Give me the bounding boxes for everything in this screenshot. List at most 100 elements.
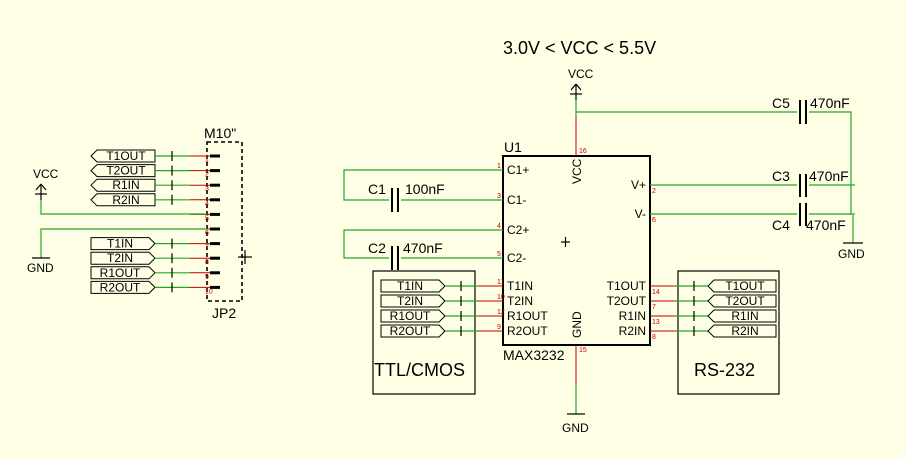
jp2-pin (210, 227, 220, 231)
jp2-pin-num: 2 (205, 172, 209, 179)
rs232-net-label (707, 309, 777, 323)
jp2-ref: JP2 (212, 305, 236, 321)
jp2-net-label-text: R1IN (112, 178, 139, 192)
u1-left-pin-name: C2- (507, 251, 526, 265)
u1-left-pin-num: 3 (497, 193, 501, 200)
u1-gnd-pin-num: 15 (579, 347, 587, 354)
gnd-bottom-label: GND (562, 421, 589, 435)
rs232-net-label-text: T1OUT (725, 279, 765, 293)
rs232-title: RS-232 (694, 360, 755, 380)
supply-range-title: 3.0V < VCC < 5.5V (503, 38, 656, 58)
ttl-net-label (380, 324, 446, 338)
jp2-net-label (90, 193, 156, 207)
gnd-bottom-symbol: GND (562, 413, 589, 435)
vcc-left-symbol: VCC (33, 167, 207, 215)
gnd-right-label: GND (838, 247, 865, 261)
jp2-net-label-text: T2IN (107, 251, 133, 265)
ttl-net-label (380, 279, 446, 293)
c3-ref: C3 (772, 168, 790, 184)
u1-right-pin-name: R2IN (619, 324, 646, 338)
u1-right-pin-num: 14 (652, 289, 660, 296)
c4-value: 470nF (806, 217, 846, 233)
c4-ref: C4 (772, 217, 790, 233)
rs232-box: RS-232 (677, 270, 780, 395)
u1-left-pin-num: 5 (497, 251, 501, 258)
c2-value: 470nF (403, 240, 443, 256)
u1-chip: U1 MAX3232 VCC GND 16 15 (502, 100, 651, 414)
jp2-net-label-text: R2IN (112, 193, 139, 207)
ttl-net-label (380, 309, 446, 323)
u1-left-pin-num: 4 (497, 223, 501, 230)
gnd-left-symbol: GND (27, 228, 207, 275)
jp2-net-label-text: R1OUT (100, 266, 141, 280)
u1-vcc-pin-num: 16 (579, 148, 587, 155)
jp2-net-label (90, 237, 156, 251)
jp2-connector: M10" JP2 (204, 125, 252, 321)
jp2-net-label-text: R2OUT (100, 280, 141, 294)
u1-part: MAX3232 (503, 347, 565, 363)
u1-left-pin-name: R1OUT (507, 309, 548, 323)
jp2-net-label (90, 280, 156, 294)
u1-right-pin-num: 2 (652, 188, 656, 195)
capacitor-c2: C2 470nF (368, 240, 443, 270)
jp2-pin (210, 256, 220, 260)
jp2-pin (210, 212, 220, 216)
jp2-net-label-text: T1IN (107, 237, 133, 251)
u1-vcc-pin-label: VCC (570, 158, 584, 184)
vcc-top-label: VCC (568, 67, 594, 81)
u1-left-pin-num: 1 (497, 163, 501, 170)
rs232-net-label (707, 279, 777, 293)
u1-right-pin-name: T1OUT (607, 279, 647, 293)
u1-right-pin-name: V- (635, 207, 646, 221)
ttl-cmos-title: TTL/CMOS (374, 360, 465, 380)
ttl-net-label-text: T1IN (397, 279, 423, 293)
jp2-pin (210, 271, 220, 275)
u1-gnd-pin-label: GND (570, 311, 584, 338)
c1-ref: C1 (368, 181, 386, 197)
capacitor-c1: C1 100nF (368, 181, 445, 212)
u1-right-pin-name: T2OUT (607, 294, 647, 308)
jp2-pin (210, 169, 220, 173)
jp2-pin (210, 154, 220, 158)
jp2-pin-num: 4 (205, 201, 209, 208)
rs232-net-label-text: R1IN (731, 309, 758, 323)
c5-ref: C5 (772, 95, 790, 111)
u1-left-pin-num: 10 (497, 294, 505, 301)
rs232-net-label-text: T2OUT (725, 294, 765, 308)
u1-left-pin-name: R2OUT (507, 324, 548, 338)
jp2-title: M10" (204, 125, 236, 141)
jp2-pin (210, 285, 220, 289)
u1-left-pin-num: 9 (497, 324, 501, 331)
jp2-pin (210, 198, 220, 202)
rs232-net-label-text: R2IN (731, 324, 758, 338)
jp2-net-label (90, 178, 156, 192)
u1-left-pin-name: C1+ (507, 163, 529, 177)
c5-value: 470nF (810, 95, 850, 111)
jp2-net-label (90, 266, 156, 280)
capacitor-c4: C4 470nF (772, 203, 846, 233)
jp2-pin-num: 7 (205, 245, 209, 252)
u1-ref: U1 (504, 139, 522, 155)
jp2-net-label (90, 251, 156, 265)
vcc-top-symbol: VCC (568, 67, 594, 100)
jp2-pin-num: 3 (205, 186, 209, 193)
jp2-pin-num: 8 (205, 259, 209, 266)
u1-right-pin-num: 6 (652, 217, 656, 224)
jp2-pin-num: 6 (205, 230, 209, 237)
jp2-net-label-text: T2OUT (106, 164, 146, 178)
jp2-net-label-text: T1OUT (106, 149, 146, 163)
gnd-left-label: GND (27, 261, 54, 275)
c2-ref: C2 (368, 240, 386, 256)
jp2-net-label (90, 149, 156, 163)
u1-left-pin-name: C2+ (507, 223, 529, 237)
u1-left-pin-name: C1- (507, 193, 526, 207)
rs232-net-label (707, 294, 777, 308)
jp2-pin-num: 9 (205, 274, 209, 281)
u1-left-pin-name: T1IN (507, 279, 533, 293)
c1-value: 100nF (405, 181, 445, 197)
jp2-pin-num: 10 (205, 288, 213, 295)
capacitor-c3: C3 470nF (772, 168, 849, 197)
vcc-left-label: VCC (33, 167, 59, 181)
gnd-right-symbol: GND (838, 215, 865, 261)
